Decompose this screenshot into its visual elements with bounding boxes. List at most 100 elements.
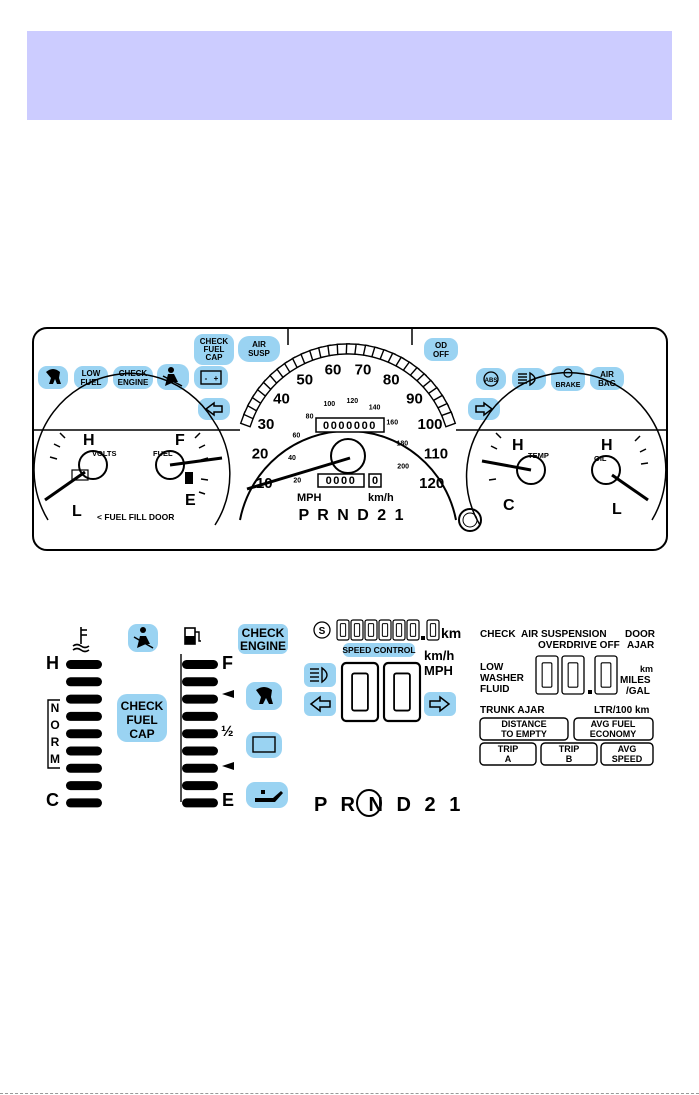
cfc-line3: CAP xyxy=(129,727,154,741)
speed-lcd xyxy=(340,661,422,723)
fuel-label: FUEL xyxy=(153,449,173,458)
msg-km: km xyxy=(640,664,653,674)
air-susp-indicator: AIR SUSP xyxy=(238,336,280,362)
instrument-cluster-analog: LOW FUEL CHECK ENGINE -+ CHECK FUEL CAP xyxy=(32,327,668,551)
msg-air-suspension: AIR SUSPENSION xyxy=(521,629,607,640)
temp-label: TEMP xyxy=(528,451,549,460)
check-engine-digital: CHECK ENGINE xyxy=(238,624,288,654)
svg-text:BRAKE: BRAKE xyxy=(556,382,581,389)
msg-check: CHECK xyxy=(480,629,516,640)
svg-text:BAG: BAG xyxy=(598,379,616,388)
gauge-bar xyxy=(66,660,102,669)
gauge-bar xyxy=(182,746,218,756)
gauge-bar xyxy=(66,694,102,704)
fuel-bar-gauge xyxy=(182,660,218,808)
oil-low-label: L xyxy=(612,501,622,518)
lcd-digit xyxy=(392,619,406,641)
speedo-segment xyxy=(440,411,457,428)
volts-low-label: L xyxy=(72,503,82,520)
kmh-tick: 120 xyxy=(346,398,358,405)
gauge-bar xyxy=(182,694,218,704)
lcd-digit xyxy=(364,619,378,641)
lcd-digit xyxy=(426,619,440,641)
kmh-tick: 80 xyxy=(306,413,314,420)
temp-high-digital: H xyxy=(46,653,59,673)
norm-letter: O xyxy=(50,718,59,732)
oil-can-icon xyxy=(246,782,288,808)
svg-text:ABS: ABS xyxy=(485,378,498,384)
mph-tick: 60 xyxy=(325,361,342,378)
msg-gal: /GAL xyxy=(626,686,650,697)
right-turn-signal-icon xyxy=(468,398,500,420)
mph-tick: 20 xyxy=(252,445,269,462)
msg-miles: MILES xyxy=(620,675,651,686)
avg-speed-label: AVG SPEED xyxy=(600,742,654,766)
svg-text:OD: OD xyxy=(435,341,447,350)
speedometer-segments xyxy=(239,343,457,428)
lcd-digit xyxy=(594,655,618,695)
svg-text:SPEED: SPEED xyxy=(612,754,643,764)
svg-text:-: - xyxy=(205,374,208,383)
odometer-km-unit: km xyxy=(441,625,461,641)
norm-letter: N xyxy=(51,701,60,715)
svg-text:+: + xyxy=(214,374,219,383)
svg-text:S: S xyxy=(319,626,326,637)
gear-selector-digital: P R N D 2 1 xyxy=(314,794,464,816)
gauge-bar xyxy=(182,798,218,808)
msg-fluid: FLUID xyxy=(480,684,509,695)
temp-bar-gauge xyxy=(66,660,102,808)
speed-control-indicator xyxy=(343,643,415,657)
brake-indicator: BRAKE xyxy=(551,366,585,391)
left-turn-signal-icon xyxy=(304,692,336,716)
gauge-bar xyxy=(66,763,102,773)
mph-tick: 100 xyxy=(417,416,442,433)
msg-washer: WASHER xyxy=(480,673,525,684)
svg-text:AIR: AIR xyxy=(252,340,266,349)
speed-control-label: SPEED CONTROL xyxy=(342,645,415,655)
fuel-empty-digital: E xyxy=(222,790,234,810)
mph-unit-label: MPH xyxy=(297,492,322,504)
msg-ltr-100km: LTR/100 km xyxy=(594,705,649,716)
battery-icon xyxy=(71,469,89,481)
lcd-digit xyxy=(340,661,380,723)
lcd-digit xyxy=(378,619,392,641)
check-engine-indicator: CHECK ENGINE xyxy=(113,366,153,389)
trip-readout: 0000 xyxy=(326,475,357,487)
svg-text:AVG FUEL: AVG FUEL xyxy=(591,719,636,729)
fuel-pump-icon xyxy=(185,472,193,484)
norm-letter: M xyxy=(50,752,60,766)
abs-icon: ABS xyxy=(476,368,506,390)
odometer-lcd xyxy=(336,619,440,641)
s-icon xyxy=(313,621,331,639)
svg-text:TRIP: TRIP xyxy=(559,744,580,754)
kmh-tick: 40 xyxy=(288,455,296,462)
message-lcd xyxy=(535,655,618,695)
gauge-bar xyxy=(182,677,218,687)
mph-tick: 50 xyxy=(296,371,313,388)
svg-text:B: B xyxy=(566,754,573,764)
page-bottom-rule xyxy=(0,1093,699,1094)
gauge-bar xyxy=(182,781,218,791)
left-turn-signal-icon xyxy=(198,398,230,420)
gauge-bar xyxy=(182,763,218,773)
seatbelt-icon xyxy=(157,364,189,390)
temp-cold-label: C xyxy=(503,497,515,514)
oil-label: OIL xyxy=(594,454,607,463)
right-turn-signal-icon xyxy=(424,692,456,716)
gauge-bar xyxy=(66,677,102,687)
oil-high-label: H xyxy=(601,437,613,454)
avg-fuel-economy-label: AVG FUEL ECONOMY xyxy=(573,717,654,741)
gear-selected-ring xyxy=(356,789,382,817)
lcd-digit xyxy=(382,661,422,723)
temp-cold-digital: C xyxy=(46,790,59,810)
gauge-bar xyxy=(66,781,102,791)
msg-low: LOW xyxy=(480,662,504,673)
volts-label: VOLTS xyxy=(92,449,116,458)
headlamp-icon xyxy=(304,663,336,687)
fuel-full-label: F xyxy=(175,432,185,449)
kmh-tick: 140 xyxy=(369,405,381,412)
temp-oil-gauge: H C H L TEMP OIL xyxy=(465,371,667,526)
